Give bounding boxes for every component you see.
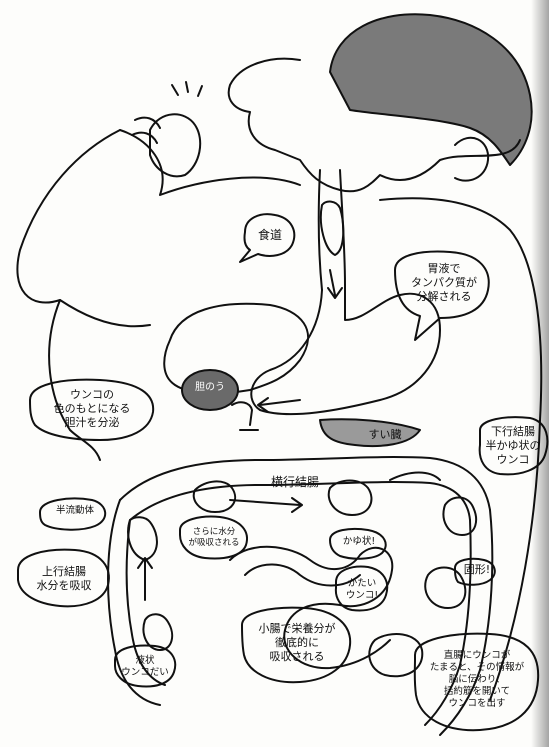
bubble-liquid [114,644,177,688]
poop-descending [442,496,478,536]
label-bile: ウンコの 色のもとになる 胆汁を分泌 [53,388,131,429]
descending-colon [459,509,494,671]
gallbladder-shape [181,369,239,411]
poop-ascending [127,516,158,561]
label-more-water: さらに水分 が吸収される [188,527,240,548]
transverse-colon [119,456,491,521]
label-liquid: 液状 ウンコだい [121,655,169,678]
arrow-up [137,557,153,601]
bubble-solid [454,557,496,586]
poop-hard [424,566,467,609]
bubble-esophagus [239,213,296,263]
arrow-stomach [257,397,301,413]
label-semi-fluid: 半流動体 [55,505,94,516]
label-stomach: 胃液で タンパク質が 分解される [411,262,477,303]
label-pancreas: すい臓 [368,428,402,441]
label-descending-colon: 下行結腸 半かゆ状の ウンコ [485,425,541,466]
bubble-semi-fluid [39,497,107,531]
label-solid: 固形! [463,563,491,576]
poop-liquid [142,613,174,651]
label-small-intestine: 小腸で栄養分が 徹底的に 吸収される [258,622,336,663]
liver [163,302,310,395]
bubble-stomach [394,250,490,341]
rectum [424,664,481,736]
pancreas [319,418,421,448]
bubble-porridge [329,527,387,560]
bubble-hard [334,565,389,612]
stomach [250,284,441,416]
label-rectum: 直腸にウンコが たまると、その情報が 脳に伝わり、 括約筋を開いて ウンコを出す [429,650,525,709]
ear [454,136,490,182]
bubble-bile [29,378,155,441]
page-edge-shadow [531,0,549,747]
label-esophagus: 食道 [257,228,282,242]
arm [59,129,301,328]
label-transverse-colon: 横行結腸 [270,475,319,489]
arrow-transverse [229,497,303,513]
poop-transverse-1 [192,480,237,513]
bubble-rectum [413,632,540,732]
bubble-ascending [17,548,110,608]
label-porridge: かゆ状! [342,536,376,547]
bubble-descending [478,416,549,476]
bubble-small-intestine [241,606,352,684]
poop-transverse-2 [327,479,373,516]
hair [329,13,533,166]
label-gallbladder: 胆のう [195,382,225,393]
ascending-colon [107,499,166,706]
label-hard-poop: かたい ウンコ! [345,578,379,601]
arrow-transverse-2 [389,471,441,481]
bubble-more-water [179,515,248,560]
hand [149,113,202,178]
small-intestine [229,545,394,670]
torso-outline [16,129,543,701]
label-ascending-colon: 上行結腸 水分を吸収 [36,565,92,592]
arrow-esophagus [327,269,343,299]
